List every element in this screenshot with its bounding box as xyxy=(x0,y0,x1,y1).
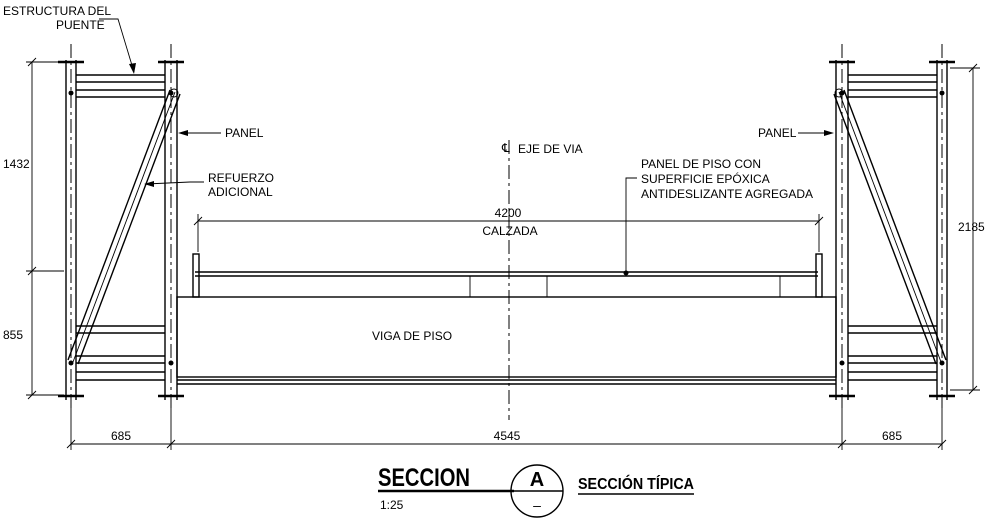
floor-panel xyxy=(192,253,823,298)
refuerzo-label-2: ADICIONAL xyxy=(208,185,273,199)
panel-leader-left xyxy=(178,130,221,136)
refuerzo-label-1: REFUERZO xyxy=(208,171,274,185)
refuerzo-leader xyxy=(144,181,204,187)
eje-symbol: ℄ xyxy=(501,141,510,155)
estructura-label-2: PUENTE xyxy=(56,18,105,32)
right-truss xyxy=(829,44,955,408)
dim-left-upper: 1432 xyxy=(3,157,30,171)
panel-label-right: PANEL xyxy=(758,126,797,140)
calzada-label: CALZADA xyxy=(482,224,537,238)
title: SECCION xyxy=(378,464,470,492)
panel-piso-leader xyxy=(625,177,637,271)
panel-label-left: PANEL xyxy=(225,126,264,140)
estructura-label-1: ESTRUCTURA DEL xyxy=(3,4,111,18)
estructura-leader xyxy=(99,18,136,74)
floor-beam xyxy=(176,296,837,385)
dim-left-bay: 685 xyxy=(111,429,131,443)
subtitle: SECCIÓN TÍPICA xyxy=(578,474,694,493)
dimension-left-vertical xyxy=(26,57,64,400)
panel-leader-right xyxy=(798,130,834,136)
section-marker-sheet: – xyxy=(533,497,541,513)
dim-right-bay: 685 xyxy=(882,429,902,443)
panel-piso-label-2: SUPERFICIE EPÓXICA xyxy=(641,171,770,186)
dim-calzada-value: 4200 xyxy=(495,206,522,220)
dimension-right-vertical xyxy=(950,63,980,395)
dim-center-span: 4545 xyxy=(494,429,521,443)
left-truss xyxy=(58,44,184,408)
panel-piso-label-1: PANEL DE PISO CON xyxy=(641,157,761,171)
viga-label: VIGA DE PISO xyxy=(372,329,452,343)
panel-piso-label-3: ANTIDESLIZANTE AGREGADA xyxy=(641,187,813,201)
section-marker xyxy=(510,464,564,518)
dimension-bottom xyxy=(66,408,947,450)
dimension-calzada xyxy=(193,214,824,252)
section-marker-letter: A xyxy=(530,469,544,491)
dim-right-height: 2185 xyxy=(958,220,985,234)
eje-label: EJE DE VIA xyxy=(518,142,583,156)
scale: 1:25 xyxy=(380,498,404,512)
dim-left-lower: 855 xyxy=(3,328,23,342)
